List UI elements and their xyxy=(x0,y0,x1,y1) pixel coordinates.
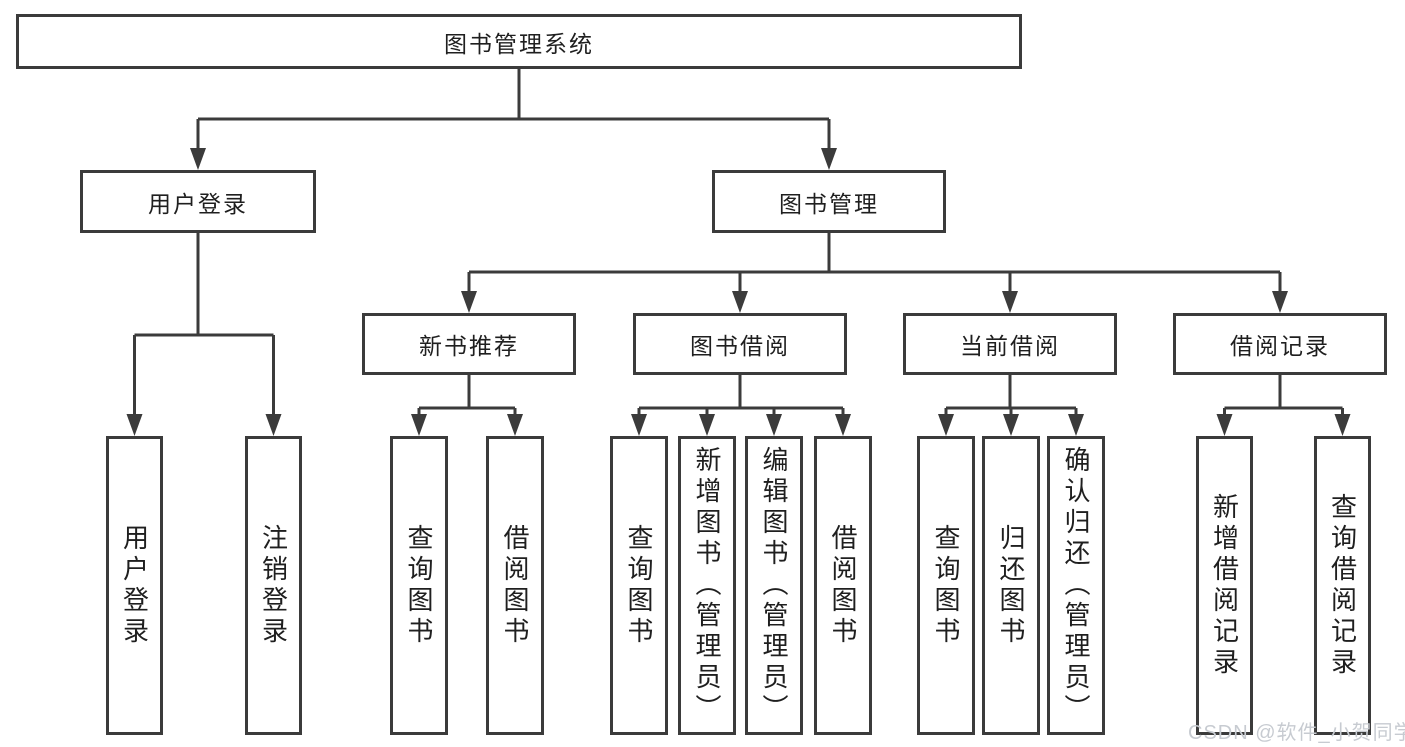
leaf-return-books: 归还图书 xyxy=(982,436,1040,735)
leaf-add-borrow-record: 新增借阅记录 xyxy=(1196,436,1253,735)
leaf-query-borrow-record: 查询借阅记录 xyxy=(1314,436,1371,735)
node-label: 编辑图书（管理员） xyxy=(759,446,789,725)
node-label: 图书借阅 xyxy=(690,333,790,359)
leaf-query-books-current: 查询图书 xyxy=(917,436,975,735)
node-label: 查询图书 xyxy=(404,523,434,648)
node-label: 借阅记录 xyxy=(1230,333,1330,359)
node-label: 归还图书 xyxy=(996,523,1026,648)
node-label: 确认归还（管理员） xyxy=(1061,446,1091,725)
node-user-login-branch: 用户登录 xyxy=(80,170,316,233)
node-label: 借阅图书 xyxy=(500,523,530,648)
node-label: 查询图书 xyxy=(931,523,961,648)
leaf-logout: 注销登录 xyxy=(245,436,302,735)
csdn-watermark: CSDN @软件_小贺同学 xyxy=(1188,722,1405,744)
node-label: 注销登录 xyxy=(258,523,289,648)
node-library-management-system: 图书管理系统 xyxy=(16,14,1022,69)
node-new-book-recommendation: 新书推荐 xyxy=(362,313,576,375)
leaf-confirm-return-admin: 确认归还（管理员） xyxy=(1047,436,1105,735)
node-current-borrowing: 当前借阅 xyxy=(903,313,1117,375)
leaf-add-book-admin: 新增图书（管理员） xyxy=(678,436,736,735)
node-label: 新增图书（管理员） xyxy=(692,446,722,725)
leaf-borrow-books-borrowing: 借阅图书 xyxy=(814,436,872,735)
node-label: 用户登录 xyxy=(148,190,248,217)
leaf-borrow-books-recommend: 借阅图书 xyxy=(486,436,544,735)
leaf-edit-book-admin: 编辑图书（管理员） xyxy=(745,436,803,735)
node-label: 借阅图书 xyxy=(828,523,858,648)
node-book-borrowing: 图书借阅 xyxy=(633,313,847,375)
node-label: 查询借阅记录 xyxy=(1327,492,1358,679)
node-label: 当前借阅 xyxy=(960,333,1060,359)
node-label: 查询图书 xyxy=(624,523,654,648)
node-borrow-records: 借阅记录 xyxy=(1173,313,1387,375)
node-label: 图书管理 xyxy=(779,190,879,217)
leaf-user-login: 用户登录 xyxy=(106,436,163,735)
node-book-management-branch: 图书管理 xyxy=(712,170,946,233)
leaf-query-books-borrowing: 查询图书 xyxy=(610,436,668,735)
leaf-query-books-recommend: 查询图书 xyxy=(390,436,448,735)
node-label: 图书管理系统 xyxy=(444,30,594,57)
node-label: 新书推荐 xyxy=(419,333,519,359)
node-label: 新增借阅记录 xyxy=(1209,492,1240,679)
node-label: 用户登录 xyxy=(119,523,150,648)
